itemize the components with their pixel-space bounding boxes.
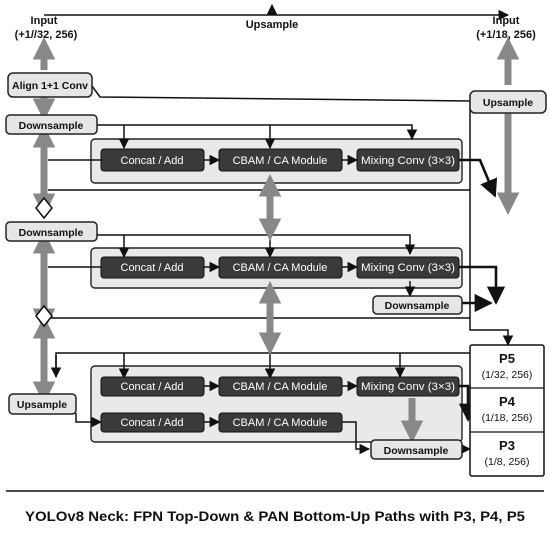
concat-box-2: Concat / Add <box>100 256 205 279</box>
concat-box-4: Concat / Add <box>100 412 205 433</box>
concat-label-1: Concat / Add <box>121 155 184 167</box>
mixing-label-1: Mixing Conv (3×3) <box>361 155 455 167</box>
concat-box-1: Concat / Add <box>100 148 205 172</box>
downsample-box-2: Downsample <box>5 221 98 242</box>
upsample-left-box: Upsample <box>8 393 77 415</box>
cbam-label-3: CBAM / CA Module <box>233 381 328 393</box>
downsample-label-3: Downsample <box>385 300 450 312</box>
downsample-box-4: Downsample <box>370 439 463 460</box>
cbam-box-3: CBAM / CA Module <box>218 376 343 397</box>
input-left-shape: (+1//32, 256) <box>15 29 78 41</box>
mixing-box-3: Mixing Conv (3×3) <box>356 376 460 397</box>
cbam-label-4: CBAM / CA Module <box>233 417 328 429</box>
output-panel: P5 (1/32, 256) P4 (1/18, 256) P3 (1/8, 2… <box>469 344 545 477</box>
downsample-box-1: Downsample <box>5 114 98 135</box>
cbam-label-1: CBAM / CA Module <box>233 155 328 167</box>
mixing-label-2: Mixing Conv (3×3) <box>361 262 455 274</box>
output-p3-shape: (1/8, 256) <box>485 456 530 468</box>
concat-label-4: Concat / Add <box>121 417 184 429</box>
output-p3-name: P3 <box>499 438 515 453</box>
upsample-right-label: Upsample <box>483 97 533 109</box>
output-p4-name: P4 <box>499 394 516 409</box>
downsample-label-1: Downsample <box>19 120 84 132</box>
cbam-box-2: CBAM / CA Module <box>218 256 343 279</box>
junction-2 <box>35 304 53 328</box>
upsample-right-box: Upsample <box>469 90 547 114</box>
align-conv-label: Align 1+1 Conv <box>12 80 88 92</box>
cbam-box-1: CBAM / CA Module <box>218 148 343 172</box>
downsample-label-2: Downsample <box>19 227 84 239</box>
mixing-box-1: Mixing Conv (3×3) <box>356 148 460 172</box>
upsample-left-label: Upsample <box>17 399 67 411</box>
mixing-label-3: Mixing Conv (3×3) <box>361 381 455 393</box>
cbam-box-4: CBAM / CA Module <box>218 412 343 433</box>
cbam-label-2: CBAM / CA Module <box>233 262 328 274</box>
align-conv-box: Align 1+1 Conv <box>7 72 93 98</box>
caption: YOLOv8 Neck: FPN Top-Down & PAN Bottom-U… <box>25 509 526 524</box>
input-left-title: Input <box>31 15 58 27</box>
output-p4-shape: (1/18, 256) <box>482 412 533 424</box>
junction-1 <box>35 196 53 220</box>
input-right-shape: (+1/18, 256) <box>476 29 536 41</box>
downsample-label-4: Downsample <box>384 445 449 457</box>
concat-label-3: Concat / Add <box>121 381 184 393</box>
output-p5-name: P5 <box>499 351 515 366</box>
concat-label-2: Concat / Add <box>121 262 184 274</box>
mixing-box-2: Mixing Conv (3×3) <box>356 256 460 279</box>
downsample-box-3: Downsample <box>372 295 463 315</box>
concat-box-3: Concat / Add <box>100 376 205 397</box>
output-p5-shape: (1/32, 256) <box>482 369 533 381</box>
top-upsample-label: Upsample <box>246 19 299 31</box>
input-right-title: Input <box>493 15 520 27</box>
